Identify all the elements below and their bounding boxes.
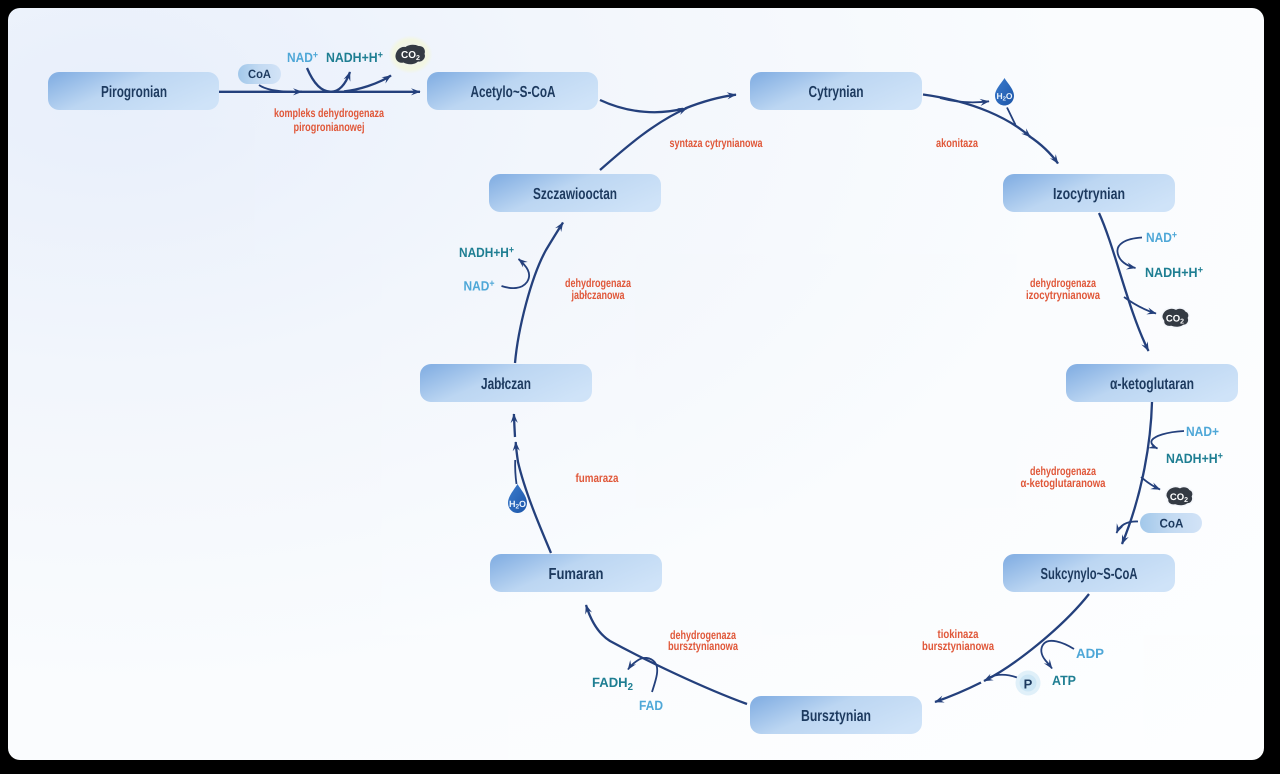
svg-text:NADH+H+: NADH+H+ (1166, 451, 1223, 466)
svg-text:CO2: CO2 (1170, 492, 1188, 504)
svg-text:P: P (1024, 677, 1033, 692)
svg-text:CoA: CoA (1160, 517, 1184, 531)
svg-text:Acetylo~S-CoA: Acetylo~S-CoA (471, 84, 556, 101)
svg-text:Sukcynylo~S-CoA: Sukcynylo~S-CoA (1041, 566, 1138, 583)
svg-text:kompleks dehydrogenaza: kompleks dehydrogenaza (274, 106, 384, 120)
svg-text:CO2: CO2 (401, 50, 420, 62)
svg-text:syntaza cytrynianowa: syntaza cytrynianowa (670, 136, 763, 150)
svg-text:NAD+: NAD+ (287, 50, 318, 65)
svg-text:jabłczanowa: jabłczanowa (571, 288, 625, 302)
svg-text:Bursztynian: Bursztynian (801, 708, 871, 725)
svg-text:fumaraza: fumaraza (576, 471, 619, 485)
svg-text:α-ketoglutaran: α-ketoglutaran (1110, 376, 1194, 393)
svg-text:NAD+: NAD+ (1186, 424, 1219, 439)
svg-text:α-ketoglutaranowa: α-ketoglutaranowa (1021, 476, 1106, 490)
svg-text:H2O: H2O (996, 91, 1012, 103)
svg-text:izocytrynianowa: izocytrynianowa (1026, 288, 1100, 302)
svg-text:H2O: H2O (509, 499, 526, 511)
svg-text:Jabłczan: Jabłczan (481, 376, 531, 393)
svg-text:akonitaza: akonitaza (936, 136, 978, 150)
svg-text:ADP: ADP (1076, 646, 1104, 661)
svg-text:bursztynianowa: bursztynianowa (668, 639, 738, 653)
svg-text:dehydrogenaza: dehydrogenaza (1030, 464, 1096, 478)
svg-text:NADH+H+: NADH+H+ (326, 50, 383, 65)
svg-text:pirogronianowej: pirogronianowej (294, 120, 365, 134)
svg-text:bursztynianowa: bursztynianowa (922, 639, 994, 653)
svg-text:NADH+H+: NADH+H+ (459, 245, 514, 260)
svg-text:Szczawiooctan: Szczawiooctan (533, 186, 617, 203)
svg-text:NAD+: NAD+ (1146, 230, 1177, 245)
svg-text:CoA: CoA (248, 67, 271, 81)
svg-text:FADH2: FADH2 (592, 675, 633, 693)
svg-text:tiokinaza: tiokinaza (938, 627, 979, 641)
svg-text:Izocytrynian: Izocytrynian (1053, 186, 1125, 203)
svg-text:ATP: ATP (1052, 673, 1076, 688)
svg-text:dehydrogenaza: dehydrogenaza (1030, 276, 1096, 290)
svg-text:Fumaran: Fumaran (549, 566, 604, 583)
svg-text:FAD: FAD (639, 698, 663, 713)
svg-text:Pirogronian: Pirogronian (101, 84, 167, 101)
svg-text:dehydrogenaza: dehydrogenaza (565, 276, 631, 290)
svg-text:NAD+: NAD+ (464, 279, 495, 294)
svg-text:NADH+H+: NADH+H+ (1145, 265, 1203, 280)
svg-text:CO2: CO2 (1166, 314, 1184, 326)
svg-text:Cytrynian: Cytrynian (809, 84, 864, 101)
svg-text:dehydrogenaza: dehydrogenaza (670, 628, 736, 642)
